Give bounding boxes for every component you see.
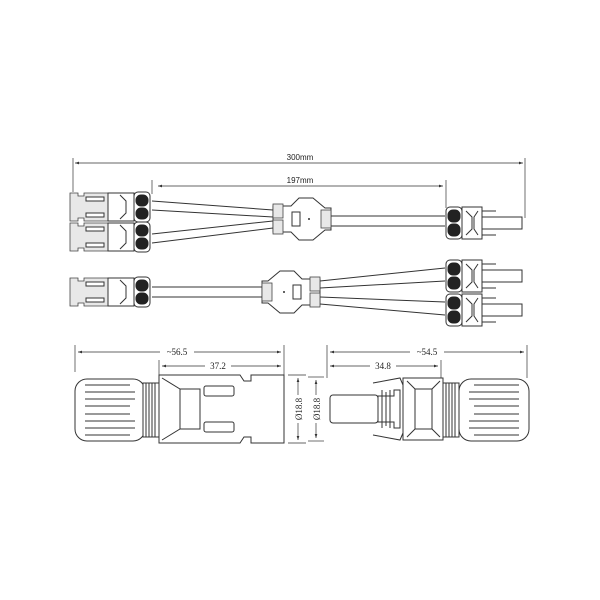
branch-length-label: 197mm xyxy=(287,176,314,185)
female-connector-detail xyxy=(74,374,285,444)
overall-length-label: 300mm xyxy=(287,153,314,162)
male-pin-length-label: 34.8 xyxy=(375,361,391,371)
bottom-assembly-1-to-2 xyxy=(69,259,523,327)
male-connector-detail xyxy=(329,377,530,442)
female-length-label: ~56.5 xyxy=(167,347,188,357)
female-body-length-label: 37.2 xyxy=(210,361,226,371)
top-assembly-2-to-1 xyxy=(69,191,523,253)
female-diameter-label: Ø18.8 xyxy=(294,397,304,420)
male-length-label: ~54.5 xyxy=(417,347,438,357)
male-diameter-label: Ø18.8 xyxy=(312,397,322,420)
